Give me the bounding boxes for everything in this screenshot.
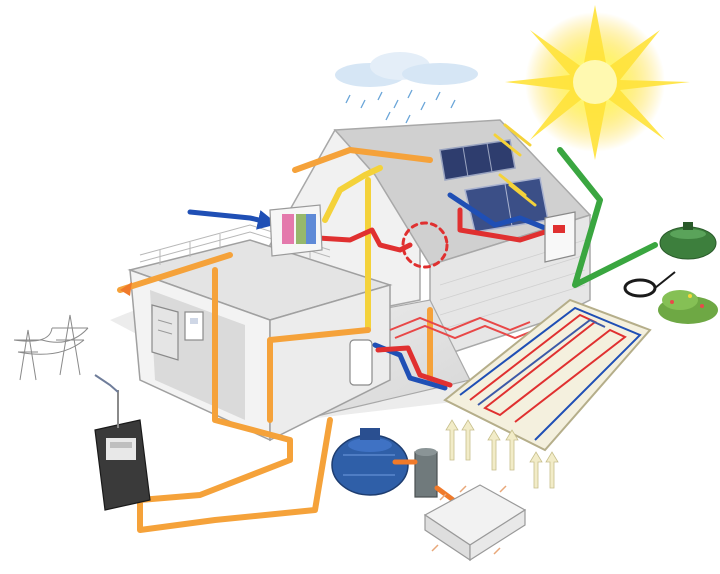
sun-icon	[505, 5, 690, 160]
power-pylon-icon	[13, 314, 89, 381]
boiler-tank-icon[interactable]	[349, 339, 373, 386]
electricity-meter-icon[interactable]	[94, 390, 151, 511]
infiltration-box-icon[interactable]	[423, 484, 527, 562]
electrical-cabinet-icon[interactable]	[151, 304, 179, 361]
wall-heater-icon[interactable]	[544, 211, 576, 263]
garden-hose-icon	[623, 271, 676, 298]
solar-heat-flow	[322, 123, 537, 333]
garden-water-tank-icon[interactable]	[659, 222, 717, 260]
ground-heat-arrows	[445, 419, 559, 489]
underfloor-heating-loop	[389, 316, 536, 340]
rainwater-flow	[557, 147, 658, 288]
filter-shaft-icon[interactable]	[414, 448, 438, 498]
garden-bush-icon	[658, 290, 718, 324]
exhaust-arrow	[120, 282, 132, 296]
ventilation-heat-recovery-unit[interactable]	[269, 204, 323, 257]
warm-air-heating-flow	[315, 207, 548, 388]
heat-pump-icon[interactable]	[184, 311, 204, 341]
rainwater-tank-icon[interactable]	[331, 428, 409, 496]
rain-cloud-icon	[335, 52, 478, 124]
